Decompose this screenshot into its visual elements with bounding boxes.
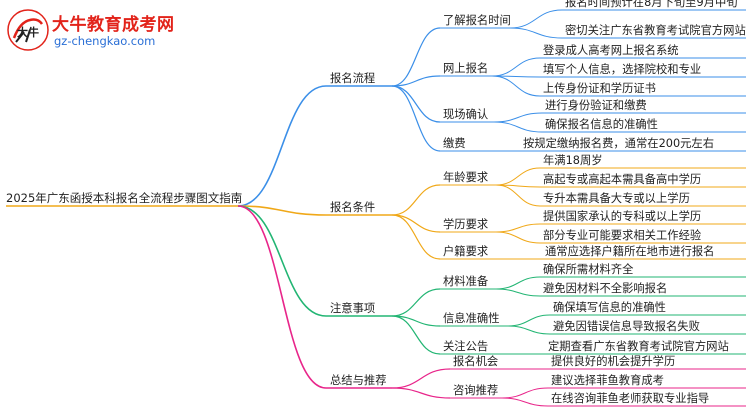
sub-topic-label: 网上报名 <box>443 61 488 75</box>
leaf-connector <box>509 27 563 39</box>
leaf-connector <box>493 121 543 133</box>
leaf-label: 定期查看广东省教育考试院官方网站 <box>548 339 729 353</box>
leaf-label: 密切关注广东省教育考试院官方网站 <box>565 23 746 37</box>
sub-connector <box>391 288 441 317</box>
leaf-connector <box>495 184 541 207</box>
leaf-label: 确保填写信息的准确性 <box>553 300 666 314</box>
leaf-label: 年满18周岁 <box>543 153 603 167</box>
leaf-connector <box>491 75 541 97</box>
sub-connector <box>391 75 441 87</box>
sub-topic-label: 材料准备 <box>443 274 488 288</box>
leaf-connector <box>495 288 541 297</box>
sub-connector <box>391 387 451 399</box>
sub-topic-label: 报名机会 <box>453 354 498 368</box>
brand-title: 大牛教育成考网 <box>52 15 175 35</box>
leaf-label: 提供良好的机会提升学历 <box>551 354 675 368</box>
branch-connector <box>237 205 327 317</box>
sub-connector <box>391 27 441 87</box>
leaf-connector <box>495 223 541 233</box>
leaf-connector <box>495 276 541 290</box>
sub-topic-label: 缴费 <box>443 136 466 150</box>
leaf-connector <box>501 397 549 407</box>
leaf-label: 报名时间预计在8月下旬至9月中旬 <box>565 0 738 9</box>
sub-topic-label: 信息准确性 <box>443 311 500 325</box>
sub-connector <box>391 368 451 389</box>
leaf-label: 通常应选择户籍所在地市进行报名 <box>545 244 714 258</box>
sub-topic-label: 年龄要求 <box>443 170 488 184</box>
leaf-label: 专升本需具备大专或以上学历 <box>543 191 690 205</box>
running-bull-logo-icon: 大牛 <box>7 9 49 51</box>
logo-glyph: 大牛 <box>17 25 39 39</box>
leaf-label: 登录成人高考网上报名系统 <box>543 43 679 57</box>
leaf-label: 避免因材料不全影响报名 <box>543 281 667 295</box>
sub-connector <box>391 214 441 260</box>
brand-url: gz-chengkao.com <box>54 34 156 48</box>
leaf-connector <box>493 112 543 123</box>
leaf-label: 填写个人信息，选择院校和专业 <box>543 62 701 76</box>
sub-topic-label: 咨询推荐 <box>453 383 498 397</box>
sub-connector <box>391 315 441 355</box>
leaf-connector <box>509 9 563 29</box>
leaf-label: 按规定缴纳报名费，通常在200元左右 <box>523 136 714 150</box>
branch-connector <box>237 205 327 389</box>
leaf-label: 高起专或高起本需具备高中学历 <box>543 172 701 186</box>
leaf-label: 确保报名信息的准确性 <box>545 117 658 131</box>
leaf-connector <box>507 325 551 335</box>
root-topic: 2025年广东函授本科报名全流程步骤图文指南 <box>6 191 242 205</box>
leaf-connector <box>507 314 551 327</box>
sub-connector <box>391 184 441 216</box>
sub-topic-label: 现场确认 <box>443 107 488 121</box>
leaf-label: 进行身份验证和缴费 <box>545 98 647 112</box>
brand-logo: 大牛 大牛教育成考网 gz-chengkao.com <box>6 8 174 53</box>
branch-label: 注意事项 <box>330 301 375 315</box>
leaf-label: 提供国家承认的专科或以上学历 <box>543 209 701 223</box>
sub-topic-label: 了解报名时间 <box>443 13 511 27</box>
leaf-label: 避免因错误信息导致报名失败 <box>553 319 700 333</box>
leaf-connector <box>491 57 541 77</box>
sub-topic-label: 户籍要求 <box>443 244 488 258</box>
leaf-connector <box>495 231 541 244</box>
sub-topic-label: 学历要求 <box>443 217 488 231</box>
leaf-label: 上传身份证和学历证书 <box>543 81 656 95</box>
leaf-label: 确保所需材料齐全 <box>543 262 634 276</box>
leaf-label: 建议选择菲鱼教育成考 <box>551 373 664 387</box>
sub-topic-label: 关注公告 <box>443 339 488 353</box>
branch-label: 总结与推荐 <box>330 373 387 387</box>
branch-label: 报名流程 <box>330 71 375 85</box>
sub-connector <box>391 85 441 152</box>
sub-connector <box>391 214 441 233</box>
branch-connector <box>237 85 327 207</box>
leaf-connector <box>495 167 541 186</box>
sub-connector <box>391 85 441 123</box>
leaf-label: 部分专业可能要求相关工作经验 <box>543 228 701 242</box>
branch-connector <box>237 205 327 216</box>
leaf-connector <box>501 387 549 399</box>
branch-label: 报名条件 <box>330 200 375 214</box>
leaf-label: 在线咨询菲鱼老师获取专业指导 <box>551 391 709 405</box>
